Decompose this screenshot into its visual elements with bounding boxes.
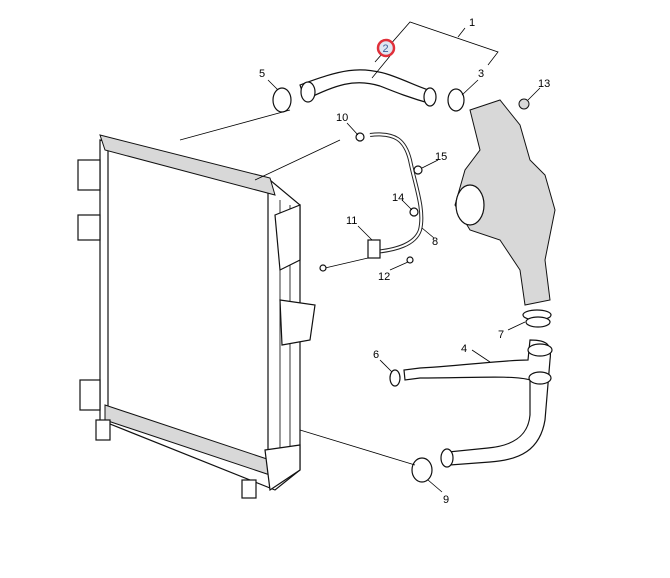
bypass-tube (319, 132, 424, 272)
leader-lines (179, 21, 541, 493)
callout-2-highlight-ring (376, 38, 396, 58)
callout-4[interactable]: 4 (461, 343, 467, 355)
callout-15[interactable]: 15 (435, 151, 447, 163)
callout-14[interactable]: 14 (392, 192, 404, 204)
callout-12[interactable]: 12 (378, 271, 390, 283)
callout-9[interactable]: 9 (443, 494, 449, 506)
callout-5[interactable]: 5 (259, 68, 265, 80)
callout-6[interactable]: 6 (373, 349, 379, 361)
water-pump (454, 98, 556, 321)
upper-radiator-hose (272, 69, 465, 113)
callout-8[interactable]: 8 (432, 236, 438, 248)
callout-11[interactable]: 11 (346, 215, 357, 227)
callout-7[interactable]: 7 (498, 329, 504, 341)
callout-2[interactable]: 2 (383, 43, 389, 55)
callout-3[interactable]: 3 (478, 68, 484, 80)
callout-1[interactable]: 1 (469, 17, 475, 29)
callouts: 1 2 3 4 5 6 7 8 9 10 11 12 13 14 15 (259, 17, 550, 506)
callout-13[interactable]: 13 (538, 78, 550, 90)
radiator (77, 134, 316, 499)
callout-10[interactable]: 10 (336, 112, 348, 124)
lower-radiator-hose (389, 316, 553, 483)
